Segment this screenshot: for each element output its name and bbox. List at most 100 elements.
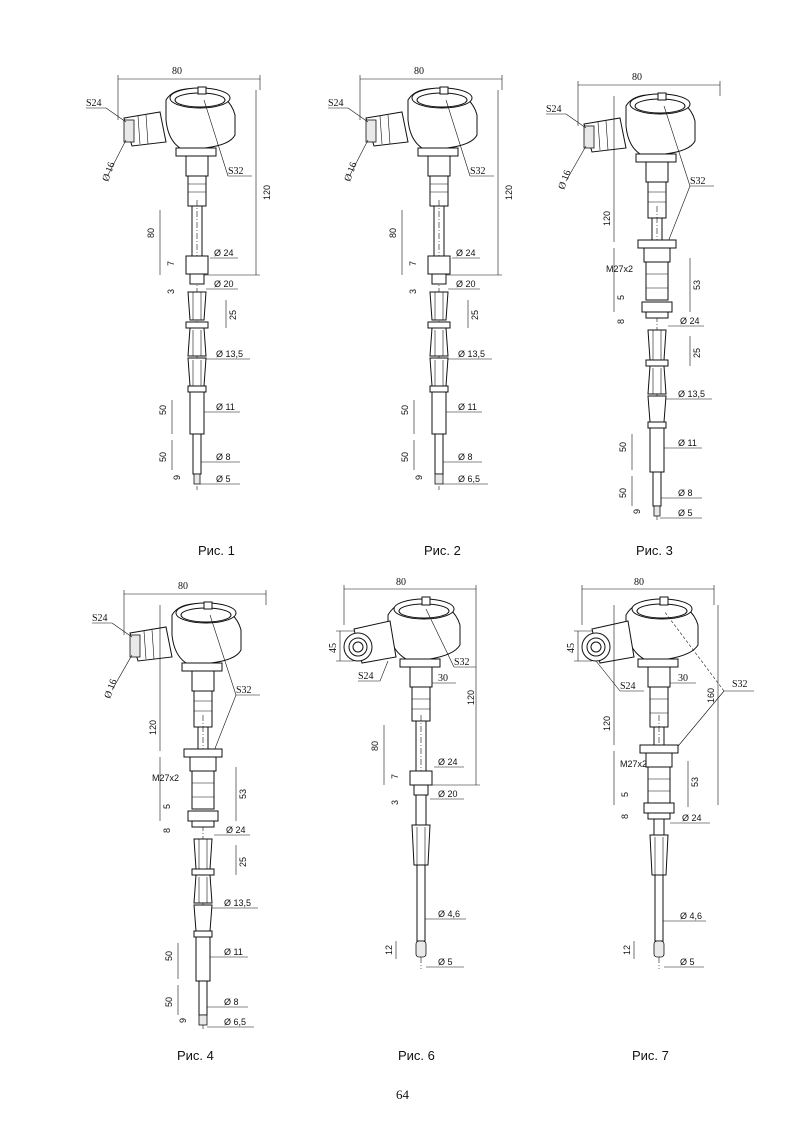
- dim-d20: Ø 20: [438, 789, 458, 799]
- dim-9: 9: [172, 475, 182, 480]
- dim-d24: Ø 24: [682, 813, 702, 823]
- dim-50b: 50: [400, 452, 410, 462]
- label-d16: Ø 16: [100, 161, 117, 183]
- dim-d8: Ø 8: [458, 452, 473, 462]
- dim-50a: 50: [164, 951, 174, 961]
- dim-8: 8: [162, 828, 172, 833]
- dim-80: 80: [370, 741, 380, 751]
- dim-25: 25: [238, 857, 248, 867]
- dim-120: 120: [148, 720, 158, 735]
- dim-d24: Ø 24: [438, 757, 458, 767]
- dim-50a: 50: [618, 442, 628, 452]
- figure-6: 80 45 S32 S24 30 120 80 7 Ø 24 3 Ø 20 Ø …: [326, 575, 506, 975]
- dim-8: 8: [616, 319, 626, 324]
- label-s32: S32: [228, 166, 244, 177]
- dim-7: 7: [166, 261, 176, 266]
- dim-9: 9: [414, 475, 424, 480]
- dim-50a: 50: [158, 405, 168, 415]
- dim-width: 80: [178, 581, 188, 592]
- dim-d24: Ø 24: [680, 316, 700, 326]
- dim-120: 120: [466, 690, 476, 705]
- dim-width: 80: [632, 72, 642, 83]
- caption-fig4: Рис. 4: [177, 1048, 214, 1063]
- dim-25: 25: [692, 348, 702, 358]
- dim-9: 9: [178, 1018, 188, 1023]
- thermocouple-drawing-2: 80 S24 Ø 16 S32 80 120 7 Ø 24 3 Ø 20 25 …: [328, 66, 514, 490]
- dim-d5: Ø 5: [438, 957, 453, 967]
- page-number: 64: [396, 1087, 409, 1102]
- caption-fig2: Рис. 2: [424, 543, 461, 558]
- dim-d24: Ø 24: [456, 248, 476, 258]
- dim-d20: Ø 20: [214, 279, 234, 289]
- label-s32: S32: [470, 166, 486, 177]
- dim-25: 25: [470, 310, 480, 320]
- dim-width: 80: [414, 66, 424, 77]
- dim-width: 80: [172, 66, 182, 77]
- dim-d11: Ø 11: [678, 438, 697, 448]
- dim-50a: 50: [400, 405, 410, 415]
- dim-d8: Ø 8: [678, 488, 693, 498]
- figure-3: 80 S24 Ø 16 S32 M27x2 120 53 5 8 Ø 24 25…: [540, 66, 750, 526]
- dim-53: 53: [692, 280, 702, 290]
- thermocouple-drawing-1: 80 S24 Ø 16 S32 80 120 7 Ø 24 3 Ø 20 25 …: [86, 66, 272, 490]
- dim-30: 30: [438, 673, 448, 684]
- dim-12: 12: [384, 945, 394, 955]
- label-s32: S32: [454, 657, 470, 668]
- dim-30: 30: [678, 673, 688, 684]
- dim-53: 53: [690, 777, 700, 787]
- caption-fig6: Рис. 6: [398, 1048, 435, 1063]
- dim-45: 45: [566, 643, 577, 653]
- label-s32: S32: [236, 685, 252, 696]
- dim-8: 8: [620, 814, 630, 819]
- caption-fig3: Рис. 3: [636, 543, 673, 558]
- label-s24: S24: [328, 98, 344, 109]
- dim-width: 80: [396, 577, 406, 588]
- dim-120: 120: [602, 211, 612, 226]
- dim-d11: Ø 11: [458, 402, 477, 412]
- dim-7: 7: [408, 261, 418, 266]
- figure-7: 80 45 S32 S24 30 160 120 M27x2 53 5 8 Ø …: [564, 575, 764, 975]
- dim-d11: Ø 11: [224, 947, 243, 957]
- dim-d135: Ø 13,5: [678, 389, 705, 399]
- dim-12: 12: [622, 945, 632, 955]
- dim-width: 80: [634, 577, 644, 588]
- dim-d8: Ø 8: [216, 452, 231, 462]
- dim-80: 80: [388, 228, 398, 238]
- dim-d11: Ø 11: [216, 402, 235, 412]
- dim-120: 120: [602, 716, 612, 731]
- dim-45: 45: [328, 643, 339, 653]
- dim-5: 5: [620, 792, 630, 797]
- dim-120: 120: [262, 185, 272, 200]
- dim-50b: 50: [164, 997, 174, 1007]
- dim-9: 9: [632, 509, 642, 514]
- label-m27: M27x2: [620, 759, 647, 769]
- label-s32: S32: [732, 679, 748, 690]
- dim-d46: Ø 4,6: [438, 909, 460, 919]
- thermocouple-drawing-4: 80 S24 Ø 16 S32 M27x2 120 53 5 8 Ø 24 25…: [92, 581, 267, 1031]
- thermocouple-drawing-3: 80 S24 Ø 16 S32 M27x2 120 53 5 8 Ø 24 25…: [546, 72, 721, 522]
- label-s24: S24: [86, 98, 102, 109]
- dim-3: 3: [390, 800, 400, 805]
- label-s32: S32: [690, 176, 706, 187]
- label-s24: S24: [546, 104, 562, 115]
- dim-d135: Ø 13,5: [224, 898, 251, 908]
- dim-3: 3: [166, 289, 176, 294]
- dim-d46: Ø 4,6: [680, 911, 702, 921]
- dim-d24: Ø 24: [226, 825, 246, 835]
- dim-120: 120: [504, 185, 514, 200]
- dim-50b: 50: [618, 488, 628, 498]
- caption-fig7: Рис. 7: [632, 1048, 669, 1063]
- label-s24: S24: [92, 613, 108, 624]
- dim-7: 7: [390, 774, 400, 779]
- dim-5: 5: [162, 804, 172, 809]
- figure-1: 80 S24 Ø 16 S32 80 120 7 Ø 24 3 Ø 20 25 …: [80, 60, 280, 500]
- dim-80: 80: [146, 228, 156, 238]
- dim-d65: Ø 6,5: [224, 1017, 246, 1027]
- dim-d135: Ø 13,5: [458, 349, 485, 359]
- figure-2: 80 S24 Ø 16 S32 80 120 7 Ø 24 3 Ø 20 25 …: [322, 60, 522, 500]
- label-s24: S24: [358, 671, 374, 682]
- thermocouple-drawing-7: 80 45 S32 S24 30 160 120 M27x2 53 5 8 Ø …: [566, 577, 754, 969]
- label-s24: S24: [620, 681, 636, 692]
- thermocouple-drawing-6: 80 45 S32 S24 30 120 80 7 Ø 24 3 Ø 20 Ø …: [328, 577, 480, 969]
- figure-4: 80 S24 Ø 16 S32 M27x2 120 53 5 8 Ø 24 25…: [86, 575, 296, 1035]
